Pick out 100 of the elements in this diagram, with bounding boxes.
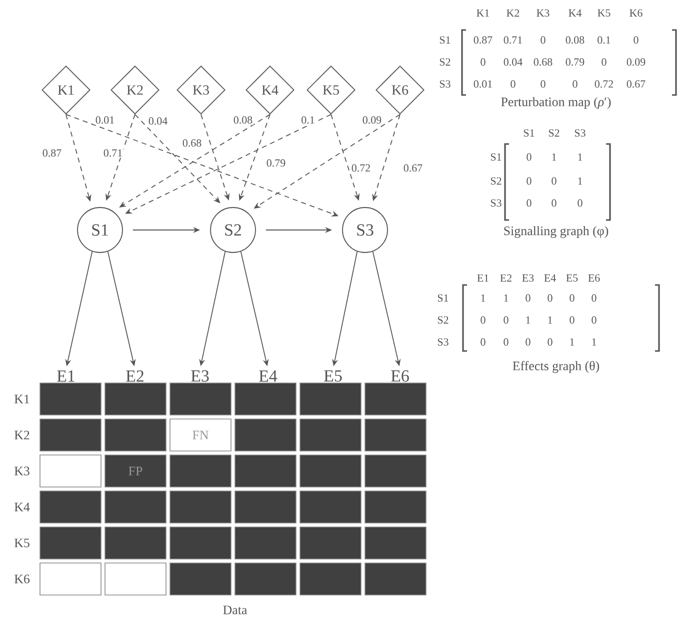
data-cell	[364, 454, 426, 488]
row-header: K5	[14, 538, 30, 548]
row-header: S2	[440, 58, 450, 66]
effect-label: E4	[259, 370, 278, 382]
matrix-value: 1	[570, 338, 574, 346]
data-cell	[234, 526, 296, 560]
data-cell	[170, 562, 232, 596]
matrix-value: 1	[578, 153, 582, 161]
edge-label: 0.09	[361, 115, 383, 125]
column-header: E2	[500, 274, 512, 282]
matrix-value: 0	[526, 199, 532, 207]
effect-label: E3	[191, 370, 209, 382]
data-cell	[40, 526, 102, 560]
column-header: S1	[524, 129, 534, 137]
matrix-value: 1	[504, 294, 508, 302]
column-header: E3	[522, 274, 534, 282]
row-header: S2	[490, 177, 502, 185]
row-header: S2	[438, 316, 448, 324]
matrix-value: 0	[570, 316, 574, 324]
matrix-value: 0.87	[474, 36, 492, 44]
matrix-value: 0	[548, 294, 552, 302]
matrix-value: 0	[548, 338, 552, 346]
data-cell	[170, 382, 232, 416]
matrix-value: 0	[480, 316, 486, 324]
edge-label: 0.01	[94, 115, 116, 125]
data-cell	[40, 562, 102, 596]
row-header: S1	[490, 153, 502, 161]
matrix-value: 1	[552, 153, 556, 161]
edge-label: 0.79	[265, 158, 287, 168]
data-cell	[300, 382, 362, 416]
data-cell	[40, 382, 102, 416]
row-header: S3	[440, 80, 450, 88]
data-cell	[104, 526, 166, 560]
matrix-value: 0	[510, 80, 516, 88]
edge-label: 0.68	[181, 138, 203, 148]
column-header: K4	[568, 9, 582, 17]
data-cell	[364, 418, 426, 452]
edge-label: 0.72	[350, 163, 372, 173]
data-cell	[234, 418, 296, 452]
matrix-value: 0	[504, 316, 508, 324]
data-cell	[300, 454, 362, 488]
data-cell	[40, 490, 102, 524]
matrix-value: 0	[540, 80, 546, 88]
matrix-value: 0	[552, 199, 556, 207]
matrix-value: 0	[480, 338, 486, 346]
data-cell	[104, 418, 166, 452]
effect-label: E2	[126, 370, 144, 382]
column-header: K5	[598, 9, 610, 17]
edge-label: 0.1	[300, 115, 316, 125]
row-header: K4	[14, 502, 30, 512]
data-cell	[104, 382, 166, 416]
column-header: E4	[544, 274, 556, 282]
data-cell	[364, 562, 426, 596]
matrix-value: 0	[570, 294, 574, 302]
matrix-value: 0	[634, 36, 638, 44]
data-cell: FN	[170, 418, 232, 452]
caption: Effects graph (θ)	[512, 361, 600, 373]
data-cell	[300, 490, 362, 524]
data-cell	[364, 526, 426, 560]
data-cell	[104, 490, 166, 524]
caption: Perturbation map (ρ′)	[501, 97, 611, 109]
matrix-value: 0.67	[626, 80, 646, 88]
data-cell	[234, 562, 296, 596]
column-header: E6	[588, 274, 600, 282]
row-header: S1	[440, 36, 450, 44]
effect-label: E6	[391, 370, 409, 382]
matrix-value: 0	[526, 338, 530, 346]
row-header: K3	[14, 466, 30, 476]
matrix-value: 0.79	[566, 58, 584, 66]
edge-label: 0.71	[102, 148, 124, 158]
data-cell	[234, 490, 296, 524]
data-cell	[234, 382, 296, 416]
edge-label: 0.87	[41, 148, 63, 158]
matrix-value: 0	[540, 36, 546, 44]
data-cell	[300, 562, 362, 596]
matrix-value: 0	[552, 177, 556, 185]
matrix-value: 0.1	[598, 36, 610, 44]
row-header: K2	[14, 430, 30, 440]
matrix-value: 0.09	[626, 58, 646, 66]
matrix-value: 0	[572, 80, 578, 88]
row-header: K1	[14, 394, 30, 404]
matrix-value: 0.72	[594, 80, 613, 88]
row-header: S3	[490, 199, 502, 207]
data-cell	[234, 454, 296, 488]
data-cell	[170, 490, 232, 524]
caption: Signalling graph (φ)	[504, 226, 608, 238]
column-header: K2	[506, 9, 520, 17]
caption: Data	[223, 606, 248, 614]
data-cell	[170, 454, 232, 488]
matrix-value: 0	[526, 294, 530, 302]
edge-label: 0.08	[232, 115, 254, 125]
matrix-value: 0	[480, 58, 486, 66]
effect-label: E5	[324, 370, 342, 382]
matrix-value: 1	[592, 338, 596, 346]
matrix-value: 0	[504, 338, 508, 346]
data-cell	[364, 490, 426, 524]
edge-label: 0.04	[147, 116, 169, 126]
data-cell	[300, 526, 362, 560]
row-header: S1	[438, 294, 448, 302]
column-header: K3	[536, 9, 550, 17]
